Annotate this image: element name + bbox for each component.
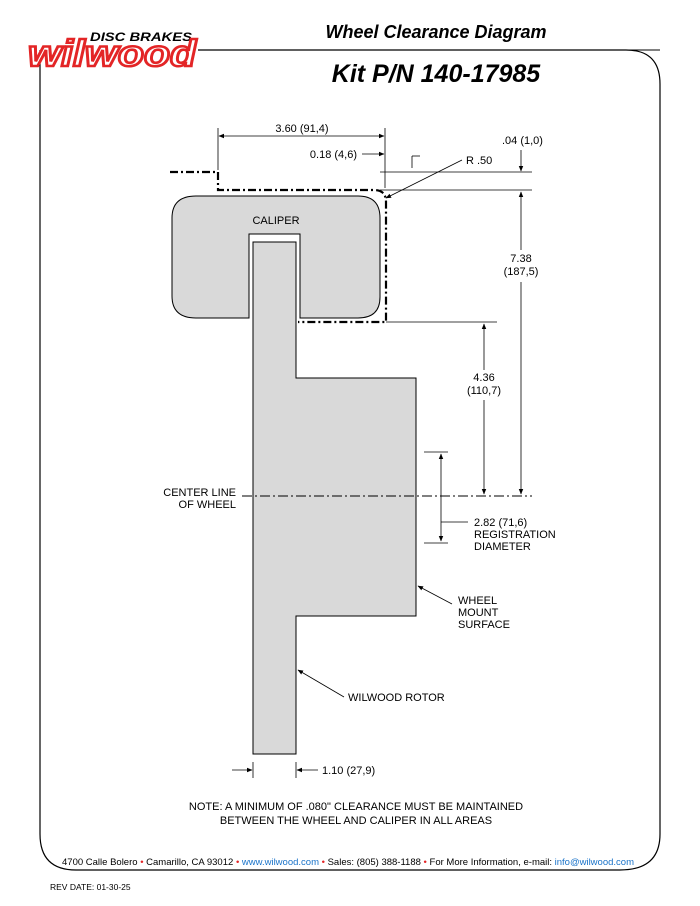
dim-2-82-label-reg: REGISTRATION bbox=[474, 529, 556, 541]
footer-bullet-1: • bbox=[140, 857, 143, 868]
footer-sales: Sales: (805) 388-1188 bbox=[328, 857, 421, 868]
dim-2-82-label: 2.82 (71,6) bbox=[474, 517, 527, 529]
note-line-1: NOTE: A MINIMUM OF .080" CLEARANCE MUST … bbox=[189, 801, 523, 813]
mount-label-3: SURFACE bbox=[458, 619, 510, 631]
rotor-leader bbox=[297, 669, 345, 698]
mount-label-1: WHEEL bbox=[458, 595, 497, 607]
radius-label: R .50 bbox=[466, 155, 492, 167]
radius-leader-c bbox=[385, 159, 463, 199]
centerline-label-1: CENTER LINE bbox=[163, 487, 236, 499]
kit-part-number: Kit P/N 140-17985 bbox=[332, 60, 542, 88]
dim-2-82-label-dia: DIAMETER bbox=[474, 541, 531, 553]
mount-leader bbox=[417, 585, 453, 605]
note-line-2: BETWEEN THE WHEEL AND CALIPER IN ALL ARE… bbox=[220, 815, 492, 827]
rev-date: REV DATE: 01-30-25 bbox=[50, 882, 131, 892]
centerline-label-2: OF WHEEL bbox=[179, 499, 236, 511]
dim-7-38-label: 7.38 bbox=[510, 253, 531, 265]
footer-contact: 4700 Calle Bolero • Camarillo, CA 93012 … bbox=[62, 857, 634, 868]
logo-small-text: DISC BRAKES bbox=[90, 30, 192, 44]
wilwood-logo: wilwood bbox=[28, 33, 198, 74]
footer-info: For More Information, e-mail: bbox=[430, 857, 552, 868]
dim-1-10-label: 1.10 (27,9) bbox=[322, 765, 375, 777]
page-title: Wheel Clearance Diagram bbox=[325, 22, 546, 42]
dim-004-label: .04 (1,0) bbox=[502, 135, 543, 147]
footer-bullet-3: • bbox=[322, 857, 325, 868]
caliper-body bbox=[171, 195, 381, 319]
dim-0-18-label: 0.18 (4,6) bbox=[310, 149, 357, 161]
rotor-label: WILWOOD ROTOR bbox=[348, 692, 445, 704]
caliper-label: CALIPER bbox=[252, 215, 299, 227]
sheet-border bbox=[39, 49, 661, 871]
footer-address: 4700 Calle Bolero bbox=[62, 857, 138, 868]
footer-bullet-4: • bbox=[424, 857, 427, 868]
dim-7-38-label-metric: (187,5) bbox=[504, 266, 539, 278]
footer-email-link[interactable]: info@wilwood.com bbox=[555, 857, 634, 868]
wheel-clearance-profile bbox=[170, 170, 388, 324]
footer-city: Camarillo, CA 93012 bbox=[146, 857, 233, 868]
footer-bullet-2: • bbox=[236, 857, 239, 868]
dim-4-36-label: 4.36 bbox=[473, 372, 494, 384]
mount-label-2: MOUNT bbox=[458, 607, 499, 619]
dim-3-60-label: 3.60 (91,4) bbox=[275, 123, 328, 135]
footer-website-link[interactable]: www.wilwood.com bbox=[241, 857, 319, 868]
dim-4-36-label-metric: (110,7) bbox=[467, 385, 501, 397]
rotor-body bbox=[252, 241, 417, 755]
